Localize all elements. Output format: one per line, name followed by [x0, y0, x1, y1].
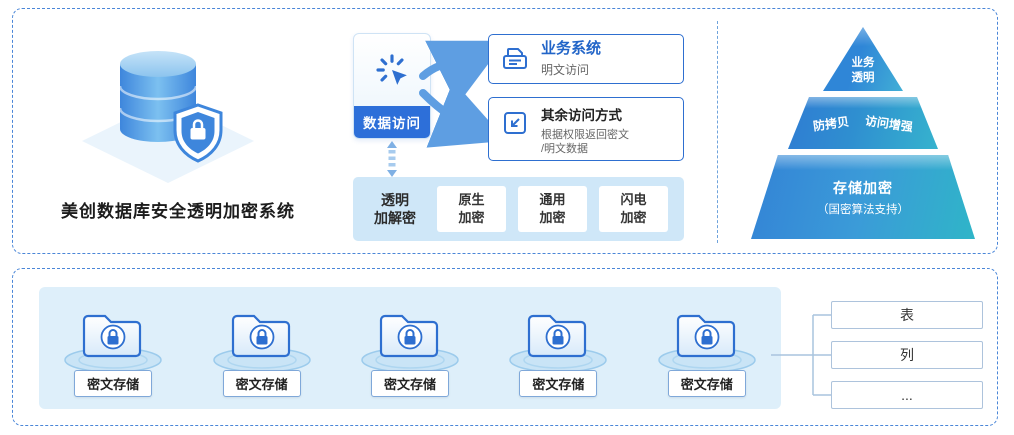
storage-item: 密文存储 — [195, 300, 329, 397]
pyramid-bottom-layer: 存储加密 （国密算法支持） — [751, 155, 975, 239]
transparent-encryption-bar: 透明 加解密 原生 加密 通用 加密 闪电 加密 — [353, 177, 684, 241]
folder-lock-icon — [361, 314, 459, 373]
document-system-icon — [503, 48, 527, 69]
flow-arrows — [419, 40, 489, 148]
target-box-column: 列 — [831, 341, 983, 369]
data-access-label: 数据访问 — [354, 106, 430, 138]
database-shield-icon — [82, 51, 254, 183]
encrypt-mode-lightning: 闪电 加密 — [599, 186, 668, 232]
storage-label: 密文存储 — [519, 369, 598, 397]
business-system-title: 业务系统 — [541, 40, 602, 58]
product-title: 美创数据库安全透明加密系统 — [61, 202, 295, 221]
other-access-card: 其余访问方式 根据权限返回密文 /明文数据 — [488, 97, 684, 161]
other-access-title: 其余访问方式 — [541, 108, 622, 123]
encrypt-mode-general: 通用 加密 — [518, 186, 587, 232]
other-access-subtitle: 根据权限返回密文 /明文数据 — [541, 128, 629, 156]
pyramid-mid-left-label: 防拷贝 — [812, 114, 850, 133]
encrypt-mode-list: 原生 加密 通用 加密 闪电 加密 — [437, 186, 684, 232]
folder-lock-icon — [64, 314, 162, 373]
capability-pyramid: 业务 透明 防拷贝 访问增强 存储加密 （国密算法支持） — [743, 27, 983, 245]
pyramid-middle-layer: 防拷贝 访问增强 — [788, 97, 938, 149]
storage-label: 密文存储 — [222, 369, 301, 397]
target-box-table: 表 — [831, 301, 983, 329]
bidirectional-dashed-arrow — [387, 141, 397, 177]
storage-label: 密文存储 — [74, 369, 153, 397]
pyramid-top-label: 业务 透明 — [851, 57, 875, 85]
storage-panel: 密文存储 密文存储 — [39, 287, 781, 409]
business-system-text: 业务系统 明文访问 — [541, 40, 601, 78]
transparent-encryption-label: 透明 加解密 — [374, 191, 416, 226]
click-cursor-icon — [354, 34, 430, 106]
business-system-subtitle: 明文访问 — [541, 62, 590, 77]
bottom-panel: 密文存储 密文存储 — [12, 268, 998, 426]
database-illustration — [58, 19, 278, 191]
folder-lock-icon — [509, 314, 608, 373]
import-arrow-icon — [504, 112, 526, 134]
target-box-ellipsis: ... — [831, 381, 983, 409]
encrypt-mode-native: 原生 加密 — [437, 186, 506, 232]
storage-item: 密文存储 — [491, 300, 625, 397]
business-system-card: 业务系统 明文访问 — [488, 34, 684, 84]
storage-target-connector — [771, 314, 833, 396]
pyramid-top-layer: 业务 透明 — [823, 27, 903, 91]
vertical-divider — [717, 21, 718, 243]
storage-item: 密文存储 — [46, 300, 180, 397]
pyramid-bottom-subtitle: （国密算法支持） — [817, 203, 909, 216]
storage-label: 密文存储 — [370, 369, 449, 397]
top-panel: 美创数据库安全透明加密系统 数据访问 — [12, 8, 998, 254]
other-access-text: 其余访问方式 根据权限返回密文 /明文数据 — [541, 107, 629, 157]
storage-label: 密文存储 — [667, 369, 746, 397]
pyramid-bottom-title: 存储加密 — [833, 179, 893, 196]
pyramid-mid-right-label: 访问增强 — [864, 113, 914, 134]
storage-item: 密文存储 — [640, 300, 774, 397]
storage-item: 密文存储 — [343, 300, 477, 397]
folder-lock-icon — [658, 314, 756, 373]
folder-lock-icon — [212, 314, 311, 373]
